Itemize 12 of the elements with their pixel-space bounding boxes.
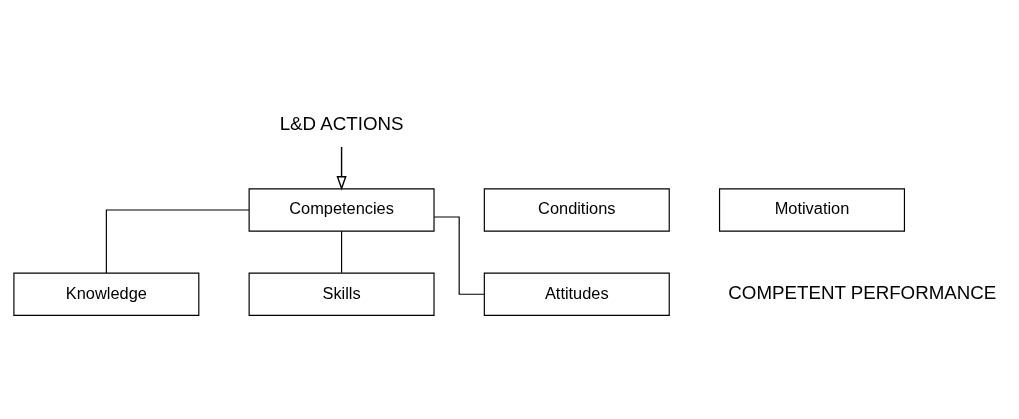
node-box: Skills xyxy=(248,272,435,316)
node-box: Conditions xyxy=(483,187,670,232)
node-box: Attitudes xyxy=(483,272,670,316)
node-text: L&D ACTIONS xyxy=(279,112,404,134)
label: COMPETENT PERFORMANCE xyxy=(728,281,997,303)
arrow xyxy=(336,145,347,191)
connector xyxy=(105,208,250,274)
connector xyxy=(341,230,343,273)
node-box: Motivation xyxy=(718,187,906,232)
connector xyxy=(433,215,485,295)
node-box: Knowledge xyxy=(13,272,200,316)
node-box: Competencies xyxy=(248,187,435,232)
